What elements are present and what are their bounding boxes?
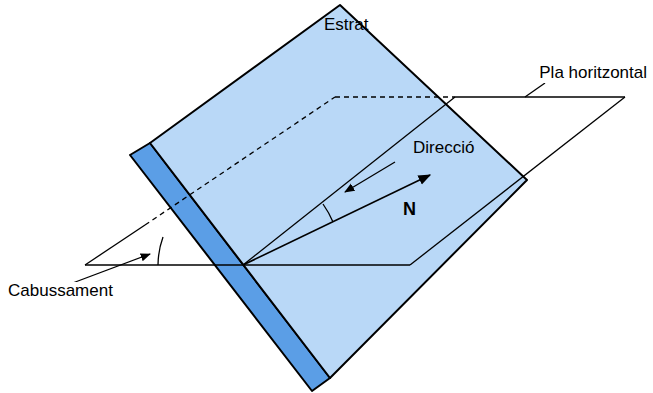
north-arrow (243, 175, 430, 265)
plane-leader (525, 83, 545, 97)
strike-line (243, 97, 455, 265)
north-label: N (401, 200, 418, 220)
plane-left-hidden (145, 97, 335, 225)
plane-right-edge (410, 97, 625, 265)
dip-label: Cabussament (6, 282, 115, 301)
strike-label: Direcció (411, 139, 476, 158)
strike-pointer (345, 162, 395, 192)
strike-angle-arc (323, 204, 333, 222)
plane-back-hidden (335, 96, 455, 97)
dip-angle-arc (158, 237, 163, 265)
plane-front-edge (85, 264, 410, 265)
stratum-label: Estrat (322, 16, 370, 35)
plane-label: Pla horitzontal (537, 64, 649, 83)
plane-back-edge (455, 96, 625, 97)
stratum-face (150, 5, 527, 378)
